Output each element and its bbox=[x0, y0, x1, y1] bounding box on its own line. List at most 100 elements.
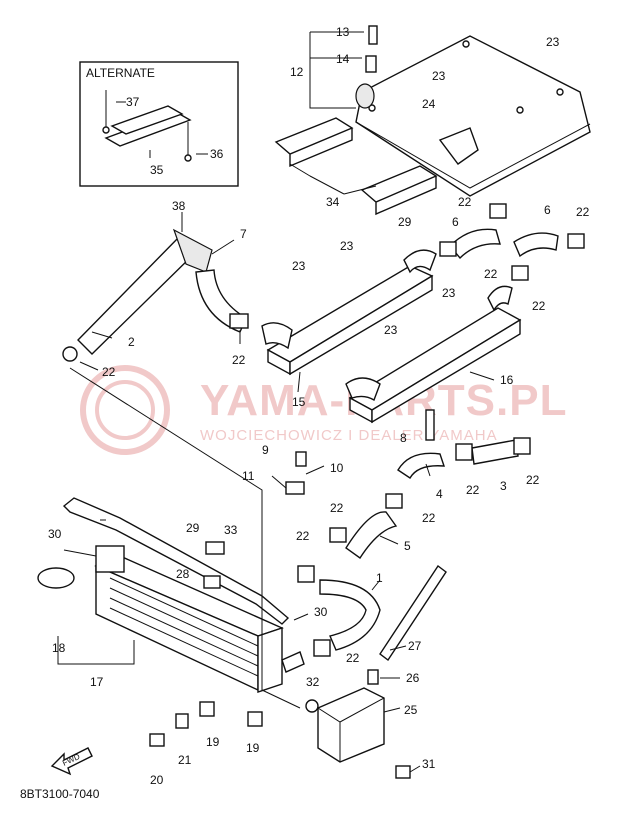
callout-35: 35 bbox=[150, 163, 164, 177]
waterlock-15 bbox=[261, 249, 437, 376]
callout-22-g: 22 bbox=[466, 483, 480, 497]
bolt-31 bbox=[395, 765, 411, 779]
callout-22-f: 22 bbox=[102, 365, 116, 379]
callout-24: 24 bbox=[422, 97, 436, 111]
callout-1: 1 bbox=[376, 571, 383, 585]
hose-5 bbox=[345, 511, 398, 559]
fwd-arrow: FWD bbox=[50, 747, 93, 776]
waterlock-16-outlet bbox=[487, 285, 513, 312]
waterlock-16-inlet bbox=[345, 377, 381, 402]
callout-6-a: 6 bbox=[452, 215, 459, 229]
callout-23-f: 23 bbox=[384, 323, 398, 337]
callouts: 13 14 12 23 23 24 37 36 35 34 22 29 6 6 … bbox=[20, 25, 590, 801]
cap-21 bbox=[175, 713, 189, 729]
sensor-11 bbox=[285, 481, 305, 495]
callout-33: 33 bbox=[224, 523, 238, 537]
clamp-22-b bbox=[489, 203, 507, 219]
callout-23-d: 23 bbox=[292, 259, 306, 273]
clamp-22-h bbox=[329, 527, 347, 543]
callout-17: 17 bbox=[90, 675, 104, 689]
callout-27: 27 bbox=[408, 639, 422, 653]
hose-6-right bbox=[513, 232, 559, 258]
callout-34: 34 bbox=[326, 195, 340, 209]
cap-19a bbox=[199, 701, 215, 717]
clamp-22-a bbox=[439, 241, 457, 257]
grommet-14 bbox=[365, 55, 377, 73]
hose-2 bbox=[77, 235, 197, 355]
cap-19b bbox=[247, 711, 263, 727]
callout-32: 32 bbox=[306, 675, 320, 689]
shroud-plate bbox=[355, 35, 591, 197]
callout-10: 10 bbox=[330, 461, 344, 475]
callout-3: 3 bbox=[500, 479, 507, 493]
cooler-outlet bbox=[281, 651, 305, 673]
callout-23-c: 23 bbox=[340, 239, 354, 253]
callout-22-j: 22 bbox=[422, 511, 436, 525]
callout-9: 9 bbox=[262, 443, 269, 457]
diagram-code: 8BT3100-7040 bbox=[20, 787, 100, 801]
callout-6-b: 6 bbox=[544, 203, 551, 217]
clamp-28 bbox=[203, 575, 221, 589]
watermark-logo-ring bbox=[80, 365, 170, 455]
callout-23-a: 23 bbox=[546, 35, 560, 49]
cap-18 bbox=[37, 567, 75, 589]
callout-4: 4 bbox=[436, 487, 443, 501]
callout-28: 28 bbox=[176, 567, 190, 581]
callout-22-d: 22 bbox=[532, 299, 546, 313]
callout-21: 21 bbox=[178, 753, 192, 767]
clamp-33 bbox=[205, 541, 225, 555]
hose-1 bbox=[319, 579, 381, 651]
fitting-4 bbox=[397, 452, 445, 479]
clamp-22-lower bbox=[62, 346, 78, 362]
callout-36: 36 bbox=[210, 147, 224, 161]
stud-8 bbox=[425, 409, 435, 441]
callout-30-a: 30 bbox=[48, 527, 62, 541]
cooler-17 bbox=[37, 545, 305, 693]
callout-23-b: 23 bbox=[432, 69, 446, 83]
callout-25: 25 bbox=[404, 703, 418, 717]
shroud-outlet bbox=[438, 127, 479, 165]
callout-12: 12 bbox=[290, 65, 304, 79]
callout-22-l: 22 bbox=[346, 651, 360, 665]
callout-19-b: 19 bbox=[246, 741, 260, 755]
leader-lines bbox=[57, 31, 495, 773]
waterlock-15-top bbox=[266, 265, 434, 363]
callout-14: 14 bbox=[336, 52, 350, 66]
filler-neck bbox=[95, 545, 125, 573]
callout-22-h: 22 bbox=[526, 473, 540, 487]
callout-37: 37 bbox=[126, 95, 140, 109]
callout-26: 26 bbox=[406, 671, 420, 685]
valve-26 bbox=[367, 669, 379, 685]
clamp-22-e bbox=[455, 443, 473, 461]
watermark-subtext: WOJCIECHOWICZ I DEALER YAMAHA bbox=[200, 427, 498, 444]
hose-27 bbox=[379, 564, 447, 662]
callout-13: 13 bbox=[336, 25, 350, 39]
callout-16: 16 bbox=[500, 373, 514, 387]
bolt-20 bbox=[149, 733, 165, 747]
clamp-22-left bbox=[229, 313, 249, 329]
duct-bracket-34a bbox=[274, 117, 354, 168]
callout-2: 2 bbox=[128, 335, 135, 349]
callout-19-a: 19 bbox=[206, 735, 220, 749]
callout-18: 18 bbox=[52, 641, 66, 655]
callout-22-e: 22 bbox=[232, 353, 246, 367]
waterlock-16 bbox=[345, 285, 522, 424]
callout-20: 20 bbox=[150, 773, 164, 787]
clamp-22-i bbox=[297, 565, 315, 583]
alternate-inset: ALTERNATE bbox=[79, 61, 239, 187]
callout-31: 31 bbox=[422, 757, 436, 771]
waterlock-15-inlet bbox=[261, 322, 293, 350]
reservoir-tank-25 bbox=[317, 687, 385, 763]
callout-22-a: 22 bbox=[458, 195, 472, 209]
fwd-arrow-icon bbox=[50, 747, 93, 776]
callout-11: 11 bbox=[242, 469, 255, 483]
inset-title: ALTERNATE bbox=[86, 66, 155, 80]
alternate-bracket-top bbox=[110, 105, 184, 135]
callout-30-b: 30 bbox=[314, 605, 328, 619]
clamp-22-d bbox=[511, 265, 529, 281]
watermark-logo-inner bbox=[95, 380, 155, 440]
callout-22-k: 22 bbox=[296, 529, 310, 543]
bolt-13 bbox=[368, 25, 378, 45]
